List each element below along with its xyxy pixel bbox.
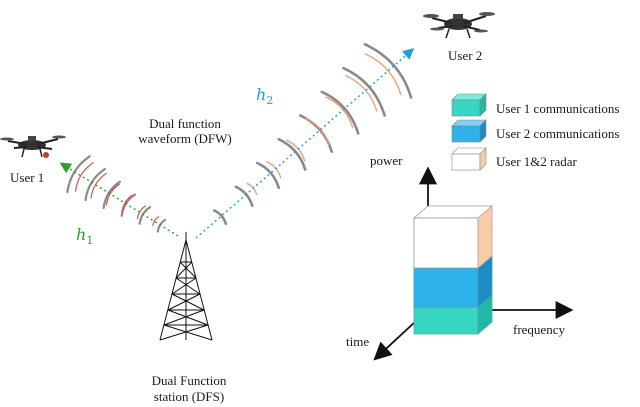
tower-icon (159, 232, 213, 341)
beam2-radar-wavefront (345, 74, 378, 112)
time-axis-label: time (346, 334, 369, 349)
legend-item-user1-comm: User 1 communications (451, 93, 619, 117)
station-label-line2: station (DFS) (154, 389, 224, 404)
channel-h2-symbol: h (256, 85, 266, 104)
legend-label-radar: User 1&2 radar (496, 154, 578, 169)
legend-item-radar: User 1&2 radar (451, 147, 578, 171)
legend-label-user2-comm: User 2 communications (496, 126, 619, 141)
beam1-radar-wavefront (74, 162, 94, 192)
waveform-label-line1: Dual function (149, 116, 221, 131)
beam2-gray-wavefront (212, 209, 228, 225)
beam2-gray-wavefront (363, 43, 413, 99)
beam1-radar-wavefront (105, 183, 120, 206)
waveform-label-line2: waveform (DFW) (138, 131, 232, 146)
power-axis-label: power (370, 153, 403, 168)
beam2-radar-wavefront (246, 182, 258, 195)
channel-h2-label: h2 (256, 85, 273, 107)
legend: User 1 communications User 2 communicati… (451, 93, 619, 171)
beam2-radar-wavefront (364, 53, 402, 95)
beam1-radar-wavefront (90, 172, 107, 199)
cube-radar (412, 205, 494, 269)
frequency-axis-label: frequency (513, 322, 565, 337)
beam2-gray-wavefront (256, 161, 280, 189)
beam-to-user1 (66, 155, 167, 233)
channel-h2-subscript: 2 (266, 94, 273, 107)
beam1-radar-wavefront (121, 194, 133, 213)
resource-stack (412, 205, 494, 335)
beam2-gray-wavefront (234, 185, 254, 207)
drone-icon-user2 (423, 12, 495, 39)
beam-to-user2 (212, 43, 413, 225)
beam1-radar-wavefront (152, 216, 160, 227)
beam1-gray-wavefront (156, 218, 167, 233)
channel-h1-label: h1 (76, 225, 93, 247)
channel-h1-symbol: h (76, 225, 86, 244)
legend-item-user2-comm: User 2 communications (451, 119, 619, 143)
user1-label: User 1 (10, 170, 44, 185)
beam2-gray-wavefront (299, 114, 333, 153)
beam2-gray-wavefront (342, 66, 386, 117)
station-label-line1: Dual Function (152, 373, 227, 388)
beam2-gray-wavefront (320, 90, 360, 135)
user2-label: User 2 (448, 48, 482, 63)
beam1-radar-wavefront (136, 205, 146, 220)
drone-icon-user1 (0, 135, 66, 158)
legend-label-user1-comm: User 1 communications (496, 101, 619, 116)
channel-h1-subscript: 1 (86, 234, 93, 247)
beam1-gray-wavefront (66, 155, 91, 194)
